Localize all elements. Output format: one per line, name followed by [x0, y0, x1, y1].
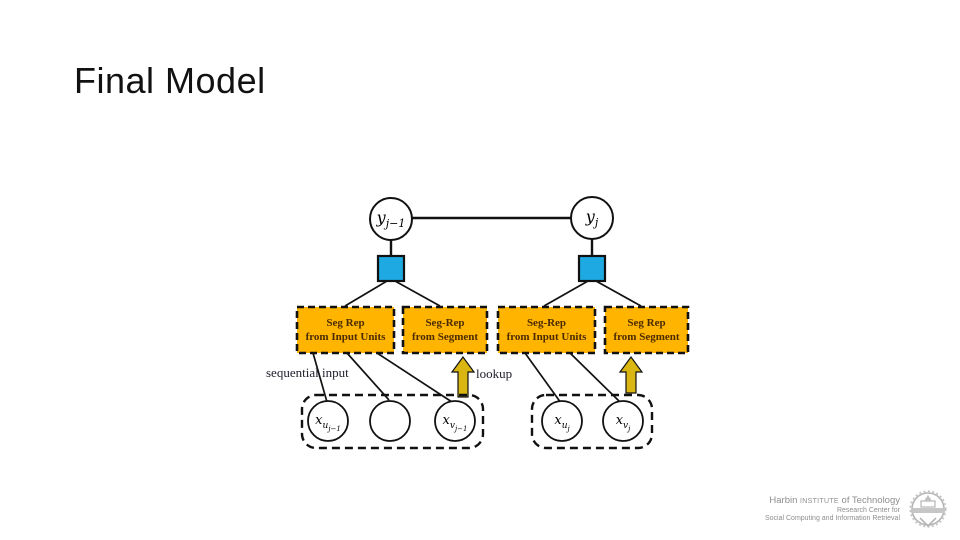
edge-square1-box1 [344, 280, 388, 307]
label-subsub: j [628, 424, 631, 433]
top-connectors [389, 216, 594, 257]
label-x-v-j: xvj [599, 414, 647, 432]
node-x-u-jminus1 [307, 400, 349, 442]
edge-box3-xu [524, 352, 562, 404]
label-base: y [585, 207, 595, 226]
input-group-left [300, 393, 485, 450]
segrep-box-3-text: Seg-Rep from Input Units [498, 307, 595, 353]
label-subsub: j−1 [328, 424, 341, 433]
node-x-v-j [602, 400, 644, 442]
footer-dept-line: Social Computing and Information Retriev… [764, 515, 900, 523]
label-base: x [554, 413, 562, 428]
label-base: x [315, 413, 323, 428]
label-sub: j [594, 216, 599, 230]
segrep-box-4-text: Seg Rep from Segment [605, 307, 688, 353]
node-x-empty [369, 400, 411, 442]
node-y-jminus1 [369, 197, 413, 241]
box-line2: from Segment [613, 331, 680, 343]
footer-center-line: Research Center for [836, 507, 900, 515]
footer-org-suffix: of Technology [838, 495, 900, 507]
box-line1: Seg Rep [627, 316, 666, 329]
box-line1: Seg-Rep [425, 316, 465, 329]
label-x-u-j: xuj [538, 414, 586, 432]
label-subsub: j [567, 424, 570, 433]
lookup-label: lookup [476, 366, 513, 381]
label-x-u-jminus1: xuj−1 [300, 414, 356, 432]
lookup-arrow-right [618, 355, 644, 394]
slide-title: Final Model [74, 60, 266, 101]
footer-text: Harbin Institute of Technology Research … [765, 496, 900, 523]
segrep-box-1 [295, 305, 396, 355]
label-base: x [615, 413, 624, 428]
label-sub: j−1 [385, 217, 406, 231]
footer-org-line: Harbin Institute of Technology [765, 496, 900, 507]
box-line1: Seg Rep [326, 316, 365, 329]
box-line2: from Input Units [506, 331, 587, 343]
box-line2: from Segment [411, 331, 479, 343]
sequential-input-label: sequential input [266, 365, 349, 380]
footer-org-smallcaps: Institute [800, 498, 839, 506]
label-x-v-jminus1: xvj−1 [427, 414, 483, 432]
segrep-box-2 [401, 305, 489, 355]
segrep-box-1-text: Seg Rep from Input Units [297, 307, 394, 353]
edge-box1-xu [312, 352, 328, 403]
label-y-jminus1: yj−1 [363, 208, 419, 231]
edge-box3-xv [569, 352, 620, 402]
label-sub: u [322, 420, 329, 431]
label-base: x [442, 413, 450, 428]
label-sub: u [561, 420, 568, 431]
factor-square-right [577, 254, 607, 283]
segrep-box-2-text: Seg-Rep from Segment [403, 307, 487, 353]
factor-square-left [376, 254, 406, 283]
institute-emblem-icon [909, 490, 947, 528]
box-line2: from Input Units [305, 331, 386, 343]
label-sub: v [623, 420, 629, 431]
footer-org-prefix: Harbin [769, 495, 801, 507]
box-line1: Seg-Rep [526, 316, 567, 329]
node-y-j [570, 196, 614, 240]
edge-square2-box4 [595, 280, 642, 307]
edge-box1-mid [346, 352, 390, 401]
lookup-arrow-left [450, 355, 476, 398]
segrep-box-4 [603, 305, 690, 355]
input-group-right [530, 393, 654, 450]
label-y-j: yj [570, 207, 614, 230]
label-sub: v [449, 420, 455, 431]
label-subsub: j−1 [454, 424, 468, 433]
footer: Harbin Institute of Technology Research … [765, 490, 950, 530]
edge-square2-box3 [543, 280, 589, 307]
node-x-u-j [541, 400, 583, 442]
segrep-box-3 [496, 305, 597, 355]
label-base: y [376, 208, 386, 227]
node-x-v-jminus1 [434, 400, 476, 442]
edge-square1-box2 [394, 280, 441, 307]
